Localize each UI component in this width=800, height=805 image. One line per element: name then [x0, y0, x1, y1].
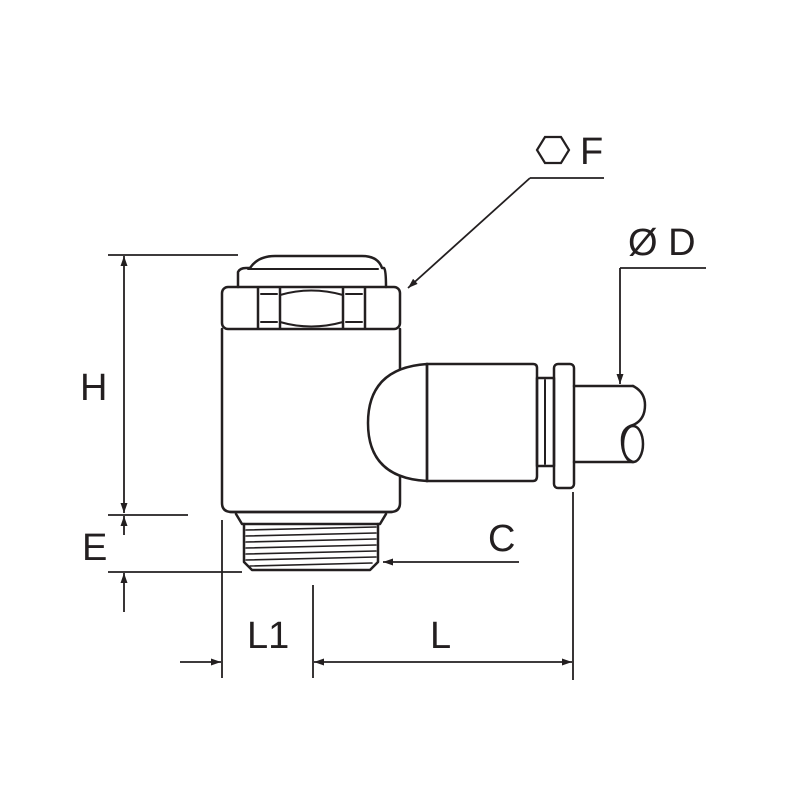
label-l1: L1: [247, 615, 289, 657]
dimension-h: [108, 254, 238, 513]
dimension-l: [314, 492, 574, 680]
label-c: C: [488, 518, 515, 560]
tube: [572, 384, 647, 464]
label-l: L: [430, 615, 451, 657]
label-f: F: [580, 131, 603, 173]
dimension-e: [108, 514, 242, 612]
label-d: Ø D: [628, 222, 696, 264]
leader-f: [407, 177, 604, 289]
thread-stem: [234, 512, 388, 572]
hex-nut: [220, 285, 402, 331]
hexagon-icon: [535, 135, 571, 165]
label-h: H: [80, 367, 107, 409]
elbow-connector: [366, 362, 576, 490]
dimension-l1: [180, 520, 314, 678]
main-body: [220, 327, 402, 514]
top-cap: [236, 254, 388, 289]
label-e: E: [82, 527, 107, 569]
leader-d: [616, 267, 706, 384]
